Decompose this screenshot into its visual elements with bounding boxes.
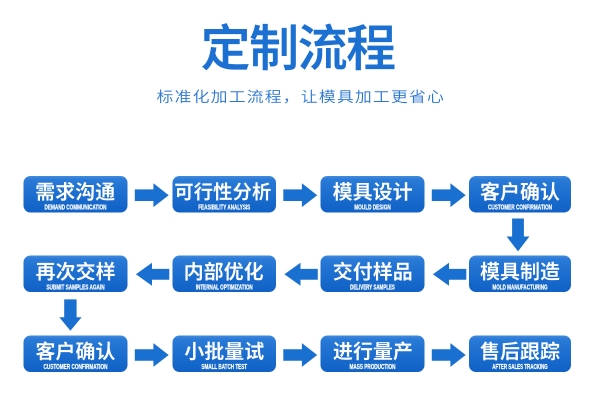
svg-text:SMALL BATCH TEST: SMALL BATCH TEST xyxy=(201,364,247,371)
svg-text:MASS PRODUCTION: MASS PRODUCTION xyxy=(350,364,396,371)
svg-text:MOULD DESIGN: MOULD DESIGN xyxy=(354,205,391,212)
svg-text:DEMAND COMMUNICATION: DEMAND COMMUNICATION xyxy=(45,205,107,212)
svg-text:MOLD MANUFACTURING: MOLD MANUFACTURING xyxy=(492,284,548,291)
svg-text:INTERNAL OPTIMIZATION: INTERNAL OPTIMIZATION xyxy=(196,284,253,291)
svg-text:AFTER SALES TRACKING: AFTER SALES TRACKING xyxy=(492,364,548,371)
svg-text:CUSTOMER CONFIRMATION: CUSTOMER CONFIRMATION xyxy=(488,205,552,212)
svg-text:CUSTOMER CONFIRMATION: CUSTOMER CONFIRMATION xyxy=(44,364,108,371)
svg-text:DELIVERY SAMPLES: DELIVERY SAMPLES xyxy=(350,284,395,291)
svg-text:SUBMIT SAMPLES AGAIN: SUBMIT SAMPLES AGAIN xyxy=(46,284,104,291)
svg-text:FEASIBILITY ANALYSIS: FEASIBILITY ANALYSIS xyxy=(198,205,250,212)
